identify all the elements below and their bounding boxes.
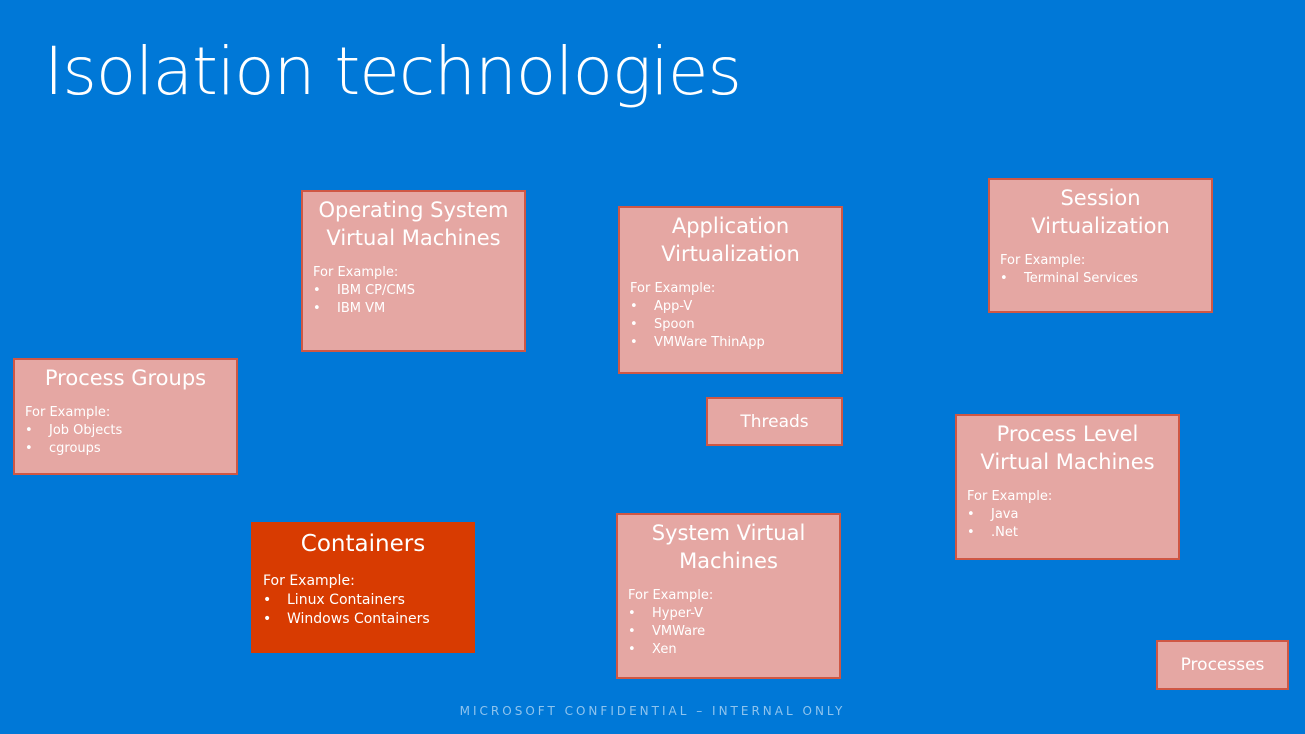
bullet-icon: • bbox=[628, 624, 636, 639]
list-item: •Spoon bbox=[630, 317, 695, 332]
heading-line: Machines bbox=[679, 549, 778, 573]
bullet-icon: • bbox=[263, 592, 272, 608]
box-heading: Operating System Virtual Machines bbox=[313, 196, 514, 252]
box-threads: Threads bbox=[706, 397, 843, 446]
box-processes: Processes bbox=[1156, 640, 1289, 690]
box-heading: System Virtual Machines bbox=[628, 519, 829, 575]
example-list: •Java •.Net bbox=[967, 506, 1168, 542]
heading-line: System Virtual bbox=[651, 521, 806, 545]
bullet-icon: • bbox=[630, 335, 638, 350]
confidentiality-footer: MICROSOFT CONFIDENTIAL – INTERNAL ONLY bbox=[459, 704, 846, 718]
box-heading: Session Virtualization bbox=[1000, 184, 1201, 240]
example-label: For Example: bbox=[1000, 253, 1086, 268]
list-item: •VMWare ThinApp bbox=[630, 335, 765, 350]
example-list: •Job Objects •cgroups bbox=[25, 422, 226, 458]
heading-line: Process Groups bbox=[44, 366, 207, 390]
box-containers: Containers For Example: •Linux Container… bbox=[251, 522, 475, 653]
list-item: •Hyper-V bbox=[628, 606, 704, 621]
example-label: For Example: bbox=[630, 281, 716, 296]
box-heading: Process Level Virtual Machines bbox=[967, 420, 1168, 476]
heading-line: Application bbox=[671, 214, 790, 238]
bullet-icon: • bbox=[628, 606, 636, 621]
example-list: •Hyper-V •VMWare •Xen bbox=[628, 605, 829, 659]
bullet-icon: • bbox=[967, 507, 975, 522]
box-heading: Process Groups bbox=[25, 364, 226, 392]
box-process-groups: Process Groups For Example: •Job Objects… bbox=[13, 358, 238, 475]
list-item: •Terminal Services bbox=[1000, 271, 1138, 286]
example-label: For Example: bbox=[263, 573, 355, 589]
bullet-icon: • bbox=[313, 283, 321, 298]
bullet-icon: • bbox=[25, 441, 33, 456]
example-label: For Example: bbox=[25, 405, 111, 420]
example-list: •App-V •Spoon •VMWare ThinApp bbox=[630, 298, 831, 352]
example-label: For Example: bbox=[628, 588, 714, 603]
heading-line: Containers bbox=[300, 531, 426, 557]
heading-line: Virtualization bbox=[1031, 214, 1170, 238]
list-item: •Linux Containers bbox=[263, 592, 405, 608]
box-heading: Application Virtualization bbox=[630, 212, 831, 268]
box-system-virtual-machines: System Virtual Machines For Example: •Hy… bbox=[616, 513, 841, 679]
heading-line: Process Level bbox=[996, 422, 1139, 446]
heading-line: Virtualization bbox=[661, 242, 800, 266]
box-os-virtual-machines: Operating System Virtual Machines For Ex… bbox=[301, 190, 526, 352]
heading-line: Operating System bbox=[318, 198, 509, 222]
box-heading: Processes bbox=[1180, 655, 1265, 675]
box-heading: Containers bbox=[263, 528, 463, 560]
list-item: •App-V bbox=[630, 299, 693, 314]
heading-line: Session bbox=[1060, 186, 1141, 210]
list-item: •Java bbox=[967, 507, 1019, 522]
heading-line: Virtual Machines bbox=[326, 226, 501, 250]
bullet-icon: • bbox=[630, 317, 638, 332]
list-item: •Windows Containers bbox=[263, 611, 430, 627]
bullet-icon: • bbox=[630, 299, 638, 314]
box-application-virtualization: Application Virtualization For Example: … bbox=[618, 206, 843, 374]
example-list: •IBM CP/CMS •IBM VM bbox=[313, 282, 514, 318]
box-process-level-virtual-machines: Process Level Virtual Machines For Examp… bbox=[955, 414, 1180, 560]
list-item: •cgroups bbox=[25, 441, 101, 456]
bullet-icon: • bbox=[1000, 271, 1008, 286]
example-list: •Linux Containers •Windows Containers bbox=[263, 591, 463, 629]
box-session-virtualization: Session Virtualization For Example: •Ter… bbox=[988, 178, 1213, 313]
example-label: For Example: bbox=[313, 265, 399, 280]
example-list: •Terminal Services bbox=[1000, 270, 1201, 288]
heading-line: Virtual Machines bbox=[980, 450, 1155, 474]
box-heading: Threads bbox=[740, 411, 809, 432]
list-item: •.Net bbox=[967, 525, 1018, 540]
bullet-icon: • bbox=[313, 301, 321, 316]
example-label: For Example: bbox=[967, 489, 1053, 504]
bullet-icon: • bbox=[628, 642, 636, 657]
list-item: •VMWare bbox=[628, 624, 706, 639]
list-item: •Xen bbox=[628, 642, 677, 657]
list-item: •IBM CP/CMS bbox=[313, 283, 415, 298]
bullet-icon: • bbox=[25, 423, 33, 438]
list-item: •IBM VM bbox=[313, 301, 386, 316]
bullet-icon: • bbox=[263, 611, 272, 627]
slide-title: Isolation technologies bbox=[44, 33, 742, 110]
bullet-icon: • bbox=[967, 525, 975, 540]
list-item: •Job Objects bbox=[25, 423, 123, 438]
